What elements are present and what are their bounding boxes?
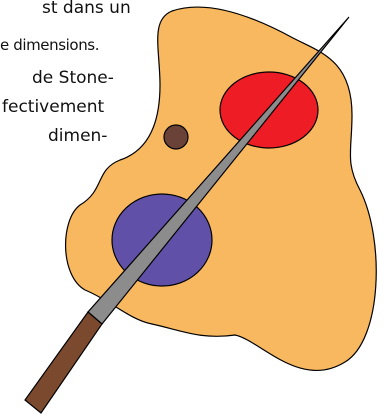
needle-handle (25, 312, 102, 413)
brown-dot (164, 125, 188, 149)
blob-shape (66, 7, 377, 370)
